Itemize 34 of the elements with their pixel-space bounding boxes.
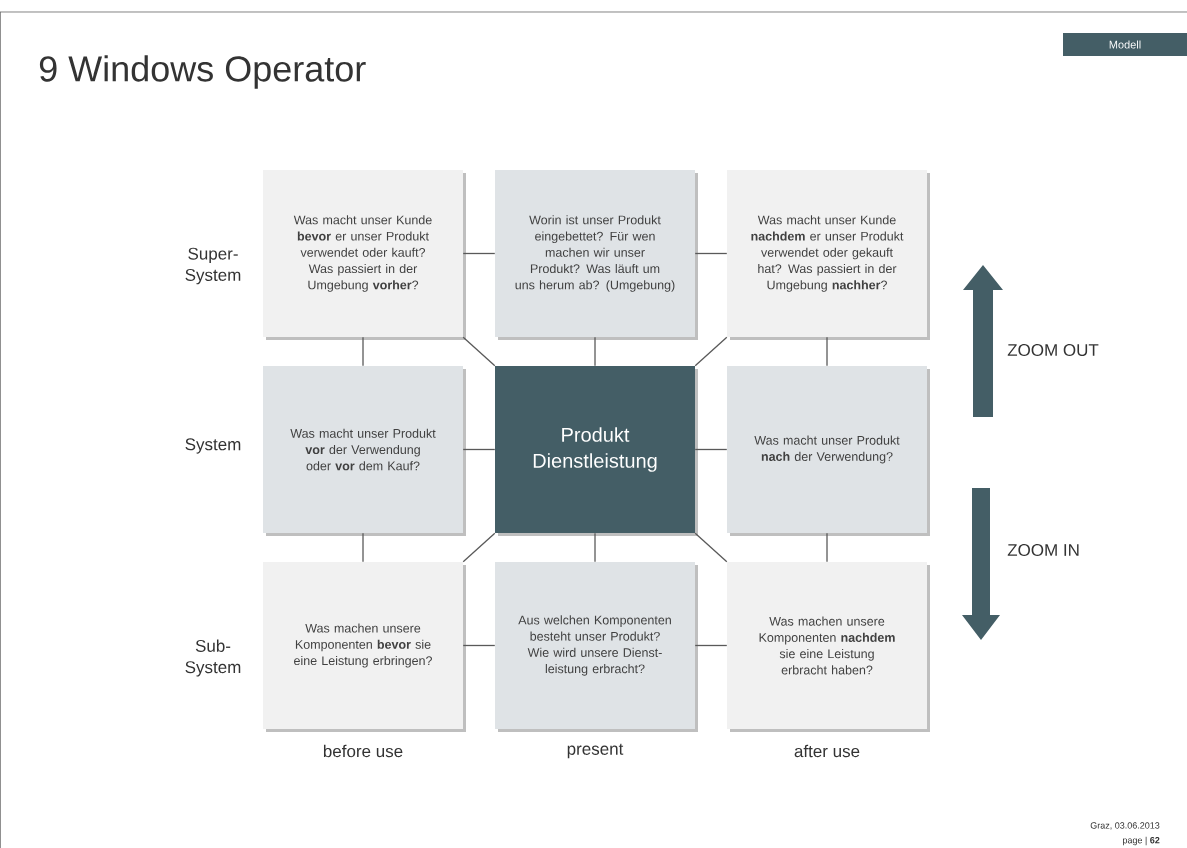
question-box: Was macht unser Kunde nachdem er unser Produkt verwendet oder gekauft hat? Was passiert in der Umgebung nachher? xyxy=(727,170,930,340)
question-box: Was macht unser Produkt vor der Verwendung oder vor dem Kauf? xyxy=(263,366,466,536)
row-label: Sub- System xyxy=(185,639,241,677)
row-label: System xyxy=(185,438,241,454)
question-box: Was macht unser Kunde bevor er unser Produkt verwendet oder kauft? Was passiert in der Umgebung vorher? xyxy=(263,170,466,340)
date-note: Graz, 03.06.2013 xyxy=(1090,822,1160,830)
connector-line xyxy=(694,336,728,367)
connector-line xyxy=(694,532,728,563)
connector-line xyxy=(462,644,496,647)
connector-line xyxy=(362,532,364,563)
connector-line xyxy=(694,644,728,647)
row-label: Super- System xyxy=(185,247,241,285)
connector-line xyxy=(462,336,496,367)
connector-line xyxy=(594,336,596,367)
connector-line xyxy=(362,336,364,367)
question-box: Was machen unsere Komponenten nachdem sie eine Leistung erbracht haben? xyxy=(727,562,930,732)
connector-line xyxy=(826,532,828,563)
zoom-label: ZOOM IN xyxy=(1007,544,1079,556)
question-box: Was macht unser Produkt nach der Verwendung? xyxy=(727,366,930,536)
question-box: Aus welchen Komponenten besteht unser Produkt? Wie wird unsere Dienst- leistung erbracht? xyxy=(495,562,698,732)
question-box: Was machen unsere Komponenten bevor sie eine Leistung erbringen? xyxy=(263,562,466,732)
question-box: Worin ist unser Produkt eingebettet? Für wen machen wir unser Produkt? Was läuft um uns herum ab? (Umgebung) xyxy=(495,170,698,340)
connector-line xyxy=(594,532,596,563)
section-tab: Modell xyxy=(1063,33,1187,56)
connector-line xyxy=(462,532,496,563)
connector-line xyxy=(826,336,828,367)
connector-line xyxy=(694,252,728,255)
connector-line xyxy=(462,252,496,255)
page-number: page | 62 xyxy=(1123,836,1160,846)
center-box: Produkt Dienstleistung xyxy=(495,366,698,536)
connector-line xyxy=(694,448,728,451)
connector-line xyxy=(462,448,496,451)
title: 9 Windows Operator xyxy=(39,55,366,89)
zoom-label: ZOOM OUT xyxy=(1007,344,1099,356)
